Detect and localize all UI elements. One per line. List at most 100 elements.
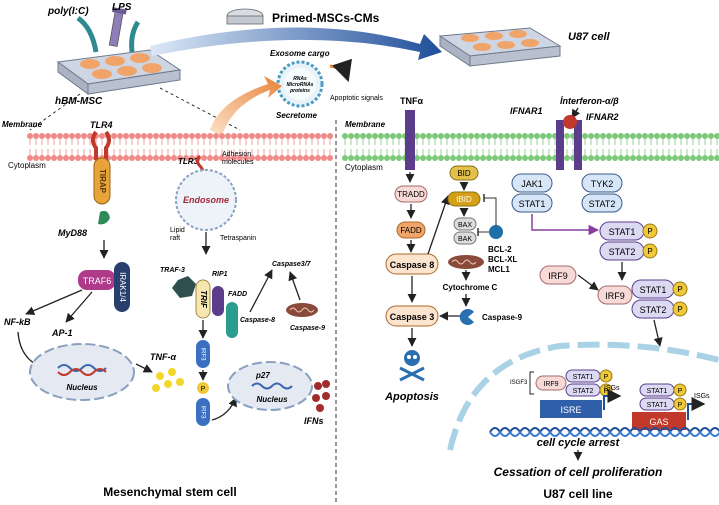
irf3-box	[196, 340, 210, 368]
apoptotic-signals-label: Apoptotic signals	[330, 95, 383, 102]
isgf3-irf9-box	[535, 375, 567, 391]
irf9-complex-box	[597, 285, 633, 305]
caspase8-arrow	[249, 269, 273, 313]
p-icon-4	[672, 301, 688, 317]
jak1-box	[511, 173, 553, 193]
right-caspase8-label: Caspase 8	[390, 260, 435, 270]
centrifuge-icon	[226, 8, 264, 25]
left-membrane	[27, 133, 333, 161]
p-icon-1	[642, 223, 658, 239]
primed-transfer-arrow	[150, 27, 442, 60]
nuclear-envelope	[447, 341, 719, 451]
isgf3-stat1-label: STAT1	[573, 374, 594, 381]
right-dna-icon	[251, 382, 293, 390]
bak-label: BAK	[458, 236, 472, 243]
bclxl-label: BCL-XL	[488, 255, 517, 264]
secretion-arrow	[210, 76, 282, 136]
nfkb-arrow	[25, 289, 83, 315]
fadd-box	[226, 302, 238, 338]
syringe-icon	[108, 7, 127, 47]
complex-to-nucleus-arrow	[653, 319, 663, 347]
isgf3-label: ISGF3	[510, 380, 528, 386]
p-label-6: P	[604, 388, 609, 395]
stat1-complex-label: STAT1	[640, 285, 667, 295]
bcl2-icon	[489, 225, 503, 239]
caspase9-arrow	[288, 271, 301, 301]
mcl1-label: MCL1	[488, 265, 510, 274]
primed-title: Primed-MSCs-CMs	[272, 11, 380, 25]
cell-cycle-arrest-label: cell cycle arrest	[537, 437, 621, 449]
tetraspanin-label: Tetraspanin	[220, 235, 256, 242]
stat2-cyto-label: STAT2	[589, 199, 616, 209]
ifns-label: IFNs	[304, 416, 324, 426]
right-nucleus-icon	[227, 361, 313, 411]
p-icon-5	[599, 369, 613, 383]
isgf3-bracket	[529, 371, 534, 395]
left-fadd-label: FADD	[228, 291, 247, 298]
p-label-4: P	[677, 305, 682, 314]
gas-label: GAS	[649, 417, 668, 427]
caspase8-to-bid-arrow	[427, 195, 450, 255]
myd88-icon	[98, 210, 110, 225]
caspase9-pac-icon	[459, 309, 474, 325]
left-membrane-label: Membrane	[2, 120, 43, 129]
bcl2-label: BCL-2	[488, 245, 512, 254]
adhesion-label-2: molecules	[222, 159, 254, 166]
tnfa-dots-icon	[152, 368, 184, 392]
ifnar2-label: IFNAR2	[586, 112, 619, 122]
ap1-arrow	[65, 291, 93, 323]
isgs-label-2: ISGs	[694, 393, 710, 400]
isgf3-irf9-label: IRF9	[543, 381, 558, 388]
bid-label: BID	[457, 169, 471, 178]
stat2-complex-label: STAT2	[640, 305, 667, 315]
nfkb-label: NF-kB	[4, 317, 31, 327]
traf6-label: TRAF6	[83, 276, 112, 286]
interferon-label: İnterferon-α/β	[560, 96, 619, 106]
irf3p-box	[196, 398, 210, 426]
irf3p-label: IRF3	[199, 405, 205, 419]
left-footer: Mesenchymal stem cell	[103, 485, 236, 499]
right-nucleus-label: Nucleus	[256, 395, 288, 404]
right-membrane	[342, 133, 719, 161]
cessation-label: Cessation of cell proliferation	[494, 465, 663, 479]
phospho-icon	[197, 382, 209, 394]
caspase37-label: Caspase3/7	[272, 261, 312, 268]
adhesion-label-1: Adhesion	[222, 151, 251, 158]
tnf-receptor-icon	[405, 110, 415, 170]
p-label-1: P	[647, 227, 652, 236]
isgs-label-1-visible: ISGs	[604, 385, 620, 392]
rip1-box	[212, 286, 224, 316]
trif-label: TRIF	[199, 290, 208, 309]
p27-label: p27	[255, 371, 270, 380]
right-footer: U87 cell line	[543, 487, 613, 501]
p-label-3: P	[677, 285, 682, 294]
poly-ic-label: poly(I:C)	[47, 6, 89, 17]
right-caspase3-box	[385, 305, 439, 327]
bcl2-inhibit-line	[484, 197, 497, 226]
secretome-label: Secretome	[276, 111, 317, 120]
p-icon-2	[642, 243, 658, 259]
p-icon-7	[673, 383, 687, 397]
ifns-dots-icon	[312, 380, 330, 412]
stat-activation-arrow	[531, 214, 600, 236]
isgf3-stat2-label: STAT2	[573, 388, 594, 395]
right-dna-strand-icon	[489, 427, 719, 437]
irak14-box	[114, 262, 130, 312]
ifnar2-icon	[574, 120, 582, 170]
isre-label: ISRE	[560, 405, 581, 415]
stat2-p-label: STAT2	[609, 247, 636, 257]
irf9-complex-label: IRF9	[605, 291, 625, 301]
right-fadd-label: FADD	[400, 226, 422, 235]
stat1-p-label: STAT1	[609, 227, 636, 237]
traf3-label: TRAF-3	[160, 267, 185, 274]
lps-arrow	[129, 20, 141, 53]
tradd-box	[394, 185, 428, 203]
tirap-label: TIRAP	[98, 169, 107, 194]
bid-box	[449, 165, 479, 181]
apoptotic-signal-arrow	[329, 58, 352, 82]
right-tnfa-label: TNFα	[400, 96, 423, 106]
p-icon-3	[672, 281, 688, 297]
left-nucleus-label: Nucleus	[66, 383, 98, 392]
